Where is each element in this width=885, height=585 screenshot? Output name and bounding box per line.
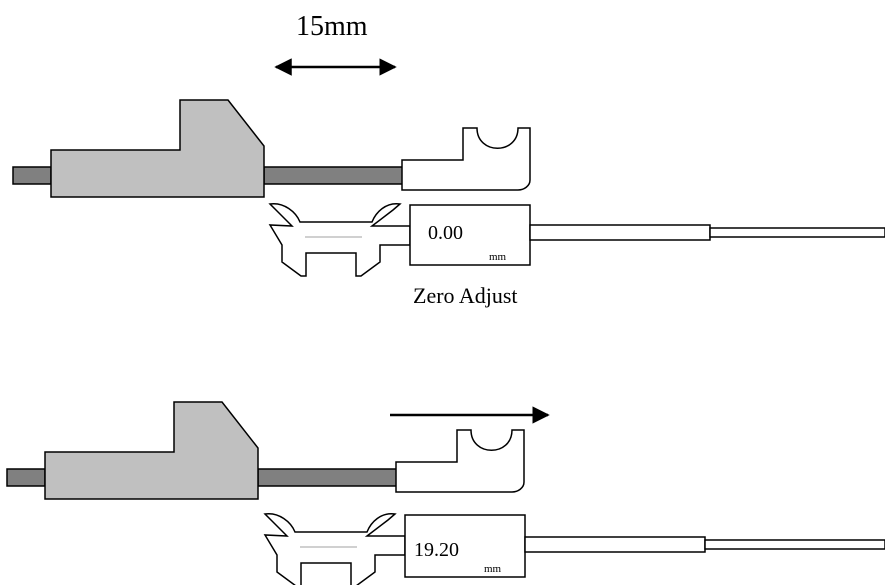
rod-shaft: [257, 468, 399, 487]
probe-hook: [395, 429, 525, 493]
caliper-gauge: 0.00 mm: [268, 203, 885, 277]
dimension-label: 15mm: [296, 11, 368, 42]
caliper-gauge: 19.20 mm: [263, 513, 885, 585]
display-unit: mm: [484, 563, 502, 575]
display-reading: 19.20: [414, 539, 459, 561]
display-reading: 0.00: [428, 222, 463, 244]
dimension-annotation: 15mm: [274, 11, 397, 76]
caliper-jaws: [263, 513, 406, 585]
rod-left-end: [6, 468, 46, 487]
cable: [704, 539, 885, 550]
top-setup: 15mm 0.00 mm Zero Adjust: [12, 11, 885, 308]
probe-hook: [401, 127, 531, 191]
cable: [709, 227, 885, 238]
bottom-setup: 19.20 mm: [6, 401, 885, 585]
cable-sleeve: [529, 224, 711, 241]
slider-block: [44, 401, 259, 500]
rod-left-end: [12, 166, 52, 185]
caliper-jaws: [268, 203, 411, 277]
rod-shaft: [263, 166, 405, 185]
digital-display: [404, 514, 526, 578]
slider-block: [50, 99, 265, 198]
zero-adjust-caption: Zero Adjust: [413, 283, 518, 308]
cable-sleeve: [524, 536, 706, 553]
display-unit: mm: [489, 251, 507, 263]
digital-display: [409, 204, 531, 266]
